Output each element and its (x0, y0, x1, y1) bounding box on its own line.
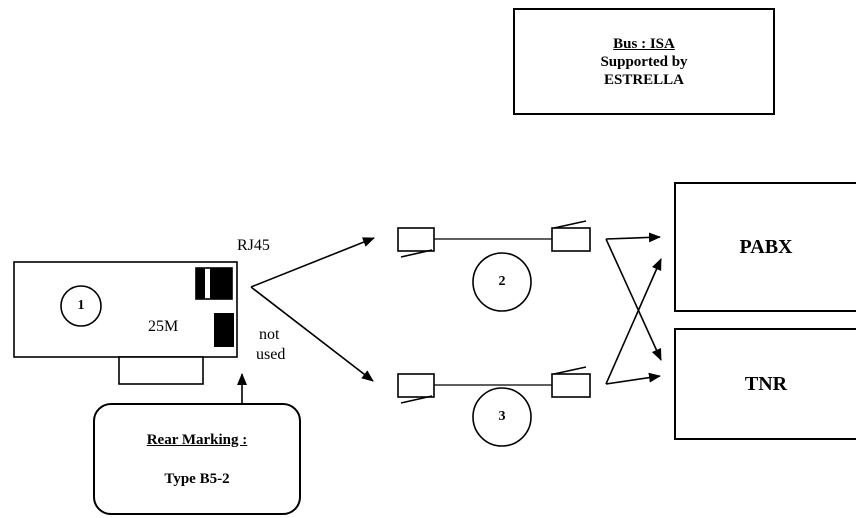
card-number-circle (60, 285, 102, 327)
cable-3-number: 3 (498, 409, 506, 424)
tnr-label: TNR (744, 372, 788, 395)
cable-2-number-circle (472, 252, 532, 312)
pabx-box: PABX (674, 182, 856, 312)
bus-info-box: Bus : ISA Supported by ESTRELLA (513, 8, 775, 115)
cable-3-number-circle (472, 387, 532, 447)
cable-3 (397, 366, 591, 447)
25m-label: 25M (148, 318, 179, 335)
bus-info-line-1: Bus : ISA (613, 35, 675, 52)
rear-marking-box: Rear Marking : Type B5-2 (93, 403, 301, 515)
pabx-label: PABX (739, 235, 793, 258)
arrow-cable2-to-tnr (605, 238, 662, 361)
cable-3-right-plug (551, 373, 591, 398)
25m-port (214, 313, 234, 347)
cable-2-left-plug (397, 227, 435, 252)
card-bracket (118, 356, 204, 385)
arrow-to-cable-3 (250, 286, 374, 382)
cable-2 (397, 220, 591, 312)
rear-marking-title: Rear Marking : (146, 432, 248, 448)
arrow-cable3-to-pabx (605, 258, 662, 385)
bus-info-line-2: Supported by (600, 53, 688, 70)
card-number: 1 (77, 298, 85, 313)
not-used-label-line-2: used (256, 346, 286, 363)
bus-info-line-3: ESTRELLA (603, 71, 685, 88)
cable-2-number: 2 (498, 274, 506, 289)
tnr-box: TNR (674, 328, 856, 440)
rear-marking-type: Type B5-2 (164, 471, 230, 487)
cable-3-left-plug (397, 373, 435, 398)
cable-2-right-plug (551, 227, 591, 252)
not-used-label-line-1: not (259, 326, 280, 343)
arrow-to-cable-2 (250, 237, 375, 288)
rj45-label: RJ45 (237, 237, 270, 254)
arrow-cable3-to-tnr (605, 372, 661, 385)
arrow-cable2-to-pabx (605, 232, 661, 243)
